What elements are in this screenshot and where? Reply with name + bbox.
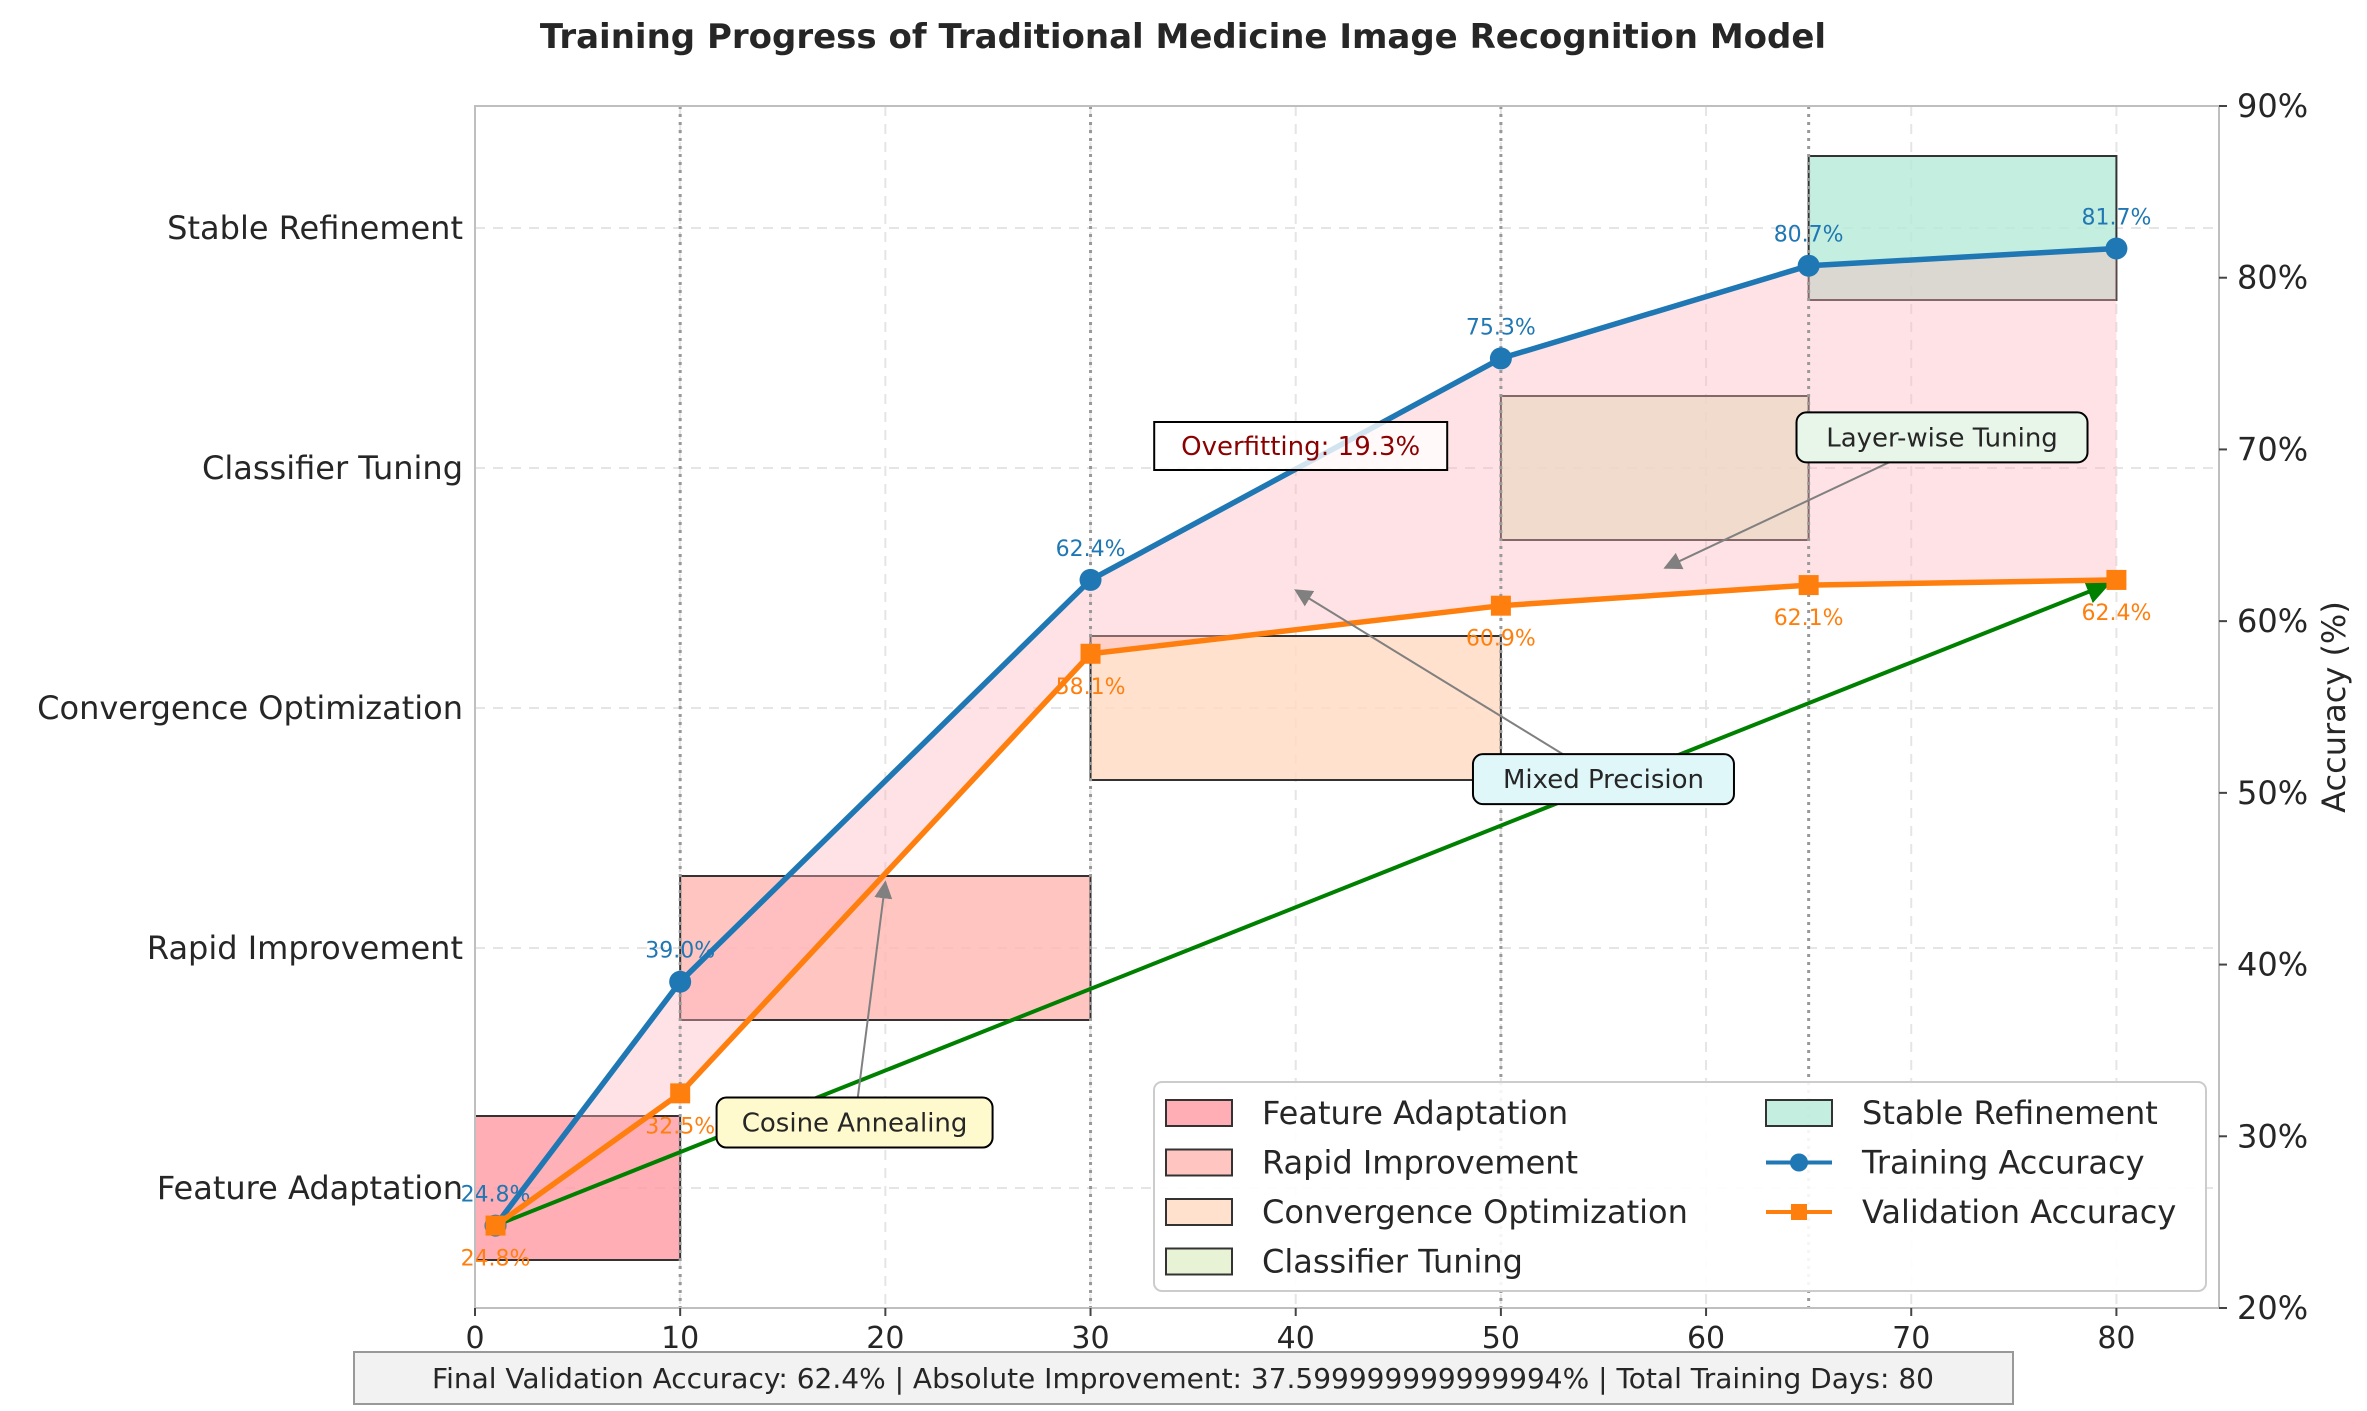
training-data-label: 81.7% <box>2081 206 2151 231</box>
legend-swatch <box>1165 1148 1233 1177</box>
validation-point <box>1490 595 1511 616</box>
footer-text: Final Validation Accuracy: 62.4% | Absol… <box>432 1362 1934 1395</box>
training-point <box>1489 347 1512 370</box>
phase-bar-classifier-tuning <box>1499 395 1810 541</box>
x-tick-label: 10 <box>661 1321 699 1356</box>
legend-swatch <box>1165 1198 1233 1226</box>
series-line-validation <box>493 577 2117 1228</box>
y-category-label: Classifier Tuning <box>202 449 463 487</box>
legend-label: Stable Refinement <box>1862 1094 2158 1132</box>
validation-data-label: 24.8% <box>461 1247 531 1272</box>
legend-swatch <box>1765 1099 1833 1127</box>
training-point <box>2105 237 2128 260</box>
validation-data-label: 62.4% <box>2081 601 2151 626</box>
y-category-label: Feature Adaptation <box>157 1169 463 1207</box>
x-tick-label: 40 <box>1277 1321 1315 1356</box>
phase-bar-convergence-optimization <box>1089 635 1502 781</box>
annotation-box <box>715 1096 994 1149</box>
legend-marker <box>1791 1204 1807 1220</box>
training-data-label: 75.3% <box>1466 315 1536 340</box>
legend-swatch <box>1165 1247 1233 1276</box>
x-tick-label: 50 <box>1482 1321 1520 1356</box>
overfitting-area <box>495 248 2117 1226</box>
footer-box: Final Validation Accuracy: 62.4% | Absol… <box>353 1351 2014 1405</box>
right-axis-label: Accuracy (%) <box>2315 601 2353 813</box>
y-category-label: Convergence Optimization <box>37 689 463 727</box>
legend-marker <box>1790 1153 1808 1172</box>
legend-label: Rapid Improvement <box>1262 1144 1578 1182</box>
right-y-tick-label: 30% <box>2237 1117 2308 1155</box>
right-y-tick-label: 40% <box>2237 946 2308 984</box>
legend-swatch <box>1165 1099 1233 1127</box>
training-point <box>1079 568 1102 591</box>
right-y-tick-label: 20% <box>2237 1289 2308 1327</box>
x-tick-label: 30 <box>1071 1321 1109 1356</box>
validation-data-label: 62.1% <box>1774 606 1844 631</box>
footer-frame <box>353 1351 2014 1405</box>
annotation-box <box>1795 411 2089 464</box>
validation-point <box>670 1083 691 1104</box>
annotations: Cosine Annealing Mixed Precision Layer-wis… <box>715 411 2089 1149</box>
validation-point <box>485 1215 506 1236</box>
annotation-box <box>1471 753 1735 806</box>
training-data-label: 62.4% <box>1056 537 1126 562</box>
training-point <box>1797 254 1820 277</box>
legend-label: Training Accuracy <box>1861 1144 2145 1182</box>
validation-point <box>1080 643 1101 664</box>
annotation-text: Layer-wise Tuning <box>1826 423 2058 453</box>
x-tick-label: 60 <box>1687 1321 1725 1356</box>
right-y-tick-label: 50% <box>2237 774 2308 812</box>
legend-frame <box>1153 1081 2207 1292</box>
chart-title: Training Progress of Traditional Medicin… <box>540 17 1826 57</box>
annotation-arrow <box>1294 589 1604 780</box>
x-tick-label: 20 <box>866 1321 904 1356</box>
x-tick-label: 0 <box>465 1321 484 1356</box>
validation-point <box>2106 569 2127 590</box>
training-data-label: 39.0% <box>645 939 715 964</box>
phase-boundaries <box>678 106 1811 1308</box>
training-data-label: 80.7% <box>1774 223 1844 248</box>
legend-label: Feature Adaptation <box>1262 1094 1568 1132</box>
annotation-text: Mixed Precision <box>1503 765 1704 795</box>
legend-label: Validation Accuracy <box>1862 1193 2176 1231</box>
right-y-tick-label: 60% <box>2237 602 2308 640</box>
validation-point <box>1798 575 1819 596</box>
x-tick-label: 80 <box>2097 1321 2135 1356</box>
legend-label: Convergence Optimization <box>1262 1193 1688 1231</box>
right-y-tick-label: 70% <box>2237 430 2308 468</box>
y-category-label: Stable Refinement <box>167 209 463 247</box>
plot-frame <box>474 105 2220 1309</box>
overfitting-fill <box>495 248 2117 1226</box>
x-tick-label: 70 <box>1892 1321 1930 1356</box>
legend-label: Classifier Tuning <box>1262 1243 1523 1281</box>
annotation-text: Cosine Annealing <box>742 1109 968 1139</box>
right-y-tick-label: 80% <box>2237 259 2308 297</box>
overfitting-label-box <box>1153 420 1449 471</box>
validation-data-label: 58.1% <box>1056 675 1126 700</box>
validation-data-label: 60.9% <box>1466 627 1536 652</box>
y-category-label: Rapid Improvement <box>147 929 463 967</box>
training-data-label: 24.8% <box>461 1183 531 1208</box>
overfitting-label: Overfitting: 19.3% <box>1181 432 1420 462</box>
phase-bar-stable-refinement <box>1807 155 2118 301</box>
training-point <box>669 970 692 993</box>
validation-data-label: 32.5% <box>645 1114 715 1139</box>
annotation-arrow <box>853 880 893 1123</box>
right-y-tick-label: 90% <box>2237 87 2308 125</box>
